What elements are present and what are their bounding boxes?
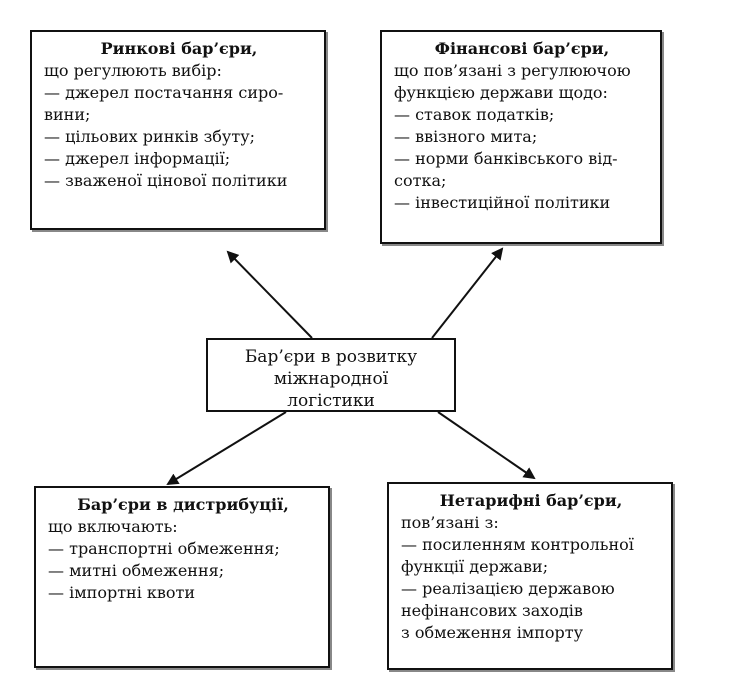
- financial-barriers-line: сотка;: [394, 171, 447, 190]
- distribution-barriers-line: — митні обмеження;: [48, 561, 225, 580]
- nontariff-barriers-line: нефінансових заходів: [401, 601, 583, 620]
- market-barriers-box: Ринкові бар’єри, що регулюють вибір: — д…: [30, 30, 326, 230]
- arrow-to-market-barriers: [226, 250, 313, 339]
- central-topic-box: Бар’єри в розвитку міжнародної логістики: [206, 338, 456, 412]
- market-barriers-title: Ринкові бар’єри,: [100, 39, 258, 58]
- distribution-barriers-line: що включають:: [48, 517, 178, 536]
- financial-barriers-line: що пов’язані з регулюючою: [394, 61, 631, 80]
- financial-barriers-line: — ставок податків;: [394, 105, 555, 124]
- central-topic-line: логістики: [287, 391, 375, 411]
- financial-barriers-line: функцією держави щодо:: [394, 83, 608, 102]
- nontariff-barriers-line: — реалізацією державою: [401, 579, 615, 598]
- financial-barriers-line: — ввізного мита;: [394, 127, 538, 146]
- central-topic-line: Бар’єри в розвитку: [244, 347, 418, 367]
- market-barriers-line: — зваженої цінової політики: [44, 171, 288, 190]
- market-barriers-line: — джерел інформації;: [44, 149, 231, 168]
- financial-barriers-line: — норми банківського від-: [394, 149, 618, 168]
- arrow-to-nontariff-barriers: [437, 411, 536, 480]
- nontariff-barriers-line: — посиленням контрольної: [401, 535, 634, 554]
- arrow-to-financial-barriers: [431, 247, 504, 339]
- nontariff-barriers-line: з обмеження імпорту: [401, 623, 584, 642]
- arrow-to-distribution-barriers: [166, 411, 287, 486]
- market-barriers-line: вини;: [44, 105, 91, 124]
- distribution-barriers-title: Бар’єри в дистрибуції,: [77, 495, 289, 514]
- distribution-barriers-line: — імпортні квоти: [48, 583, 196, 602]
- nontariff-barriers-title: Нетарифні бар’єри,: [439, 491, 623, 510]
- financial-barriers-title: Фінансові бар’єри,: [434, 39, 610, 58]
- financial-barriers-line: — інвестиційної політики: [394, 193, 611, 212]
- nontariff-barriers-box: Нетарифні бар’єри, пов’язані з: — посиле…: [387, 482, 673, 670]
- central-topic-line: міжнародної: [273, 369, 389, 389]
- market-barriers-line: — джерел постачання сиро-: [44, 83, 284, 102]
- nontariff-barriers-line: пов’язані з:: [401, 513, 499, 532]
- distribution-barriers-box: Бар’єри в дистрибуції, що включають: — т…: [34, 486, 330, 668]
- nontariff-barriers-line: функції держави;: [401, 557, 549, 576]
- distribution-barriers-line: — транспортні обмеження;: [48, 539, 280, 558]
- market-barriers-line: що регулюють вибір:: [44, 61, 222, 80]
- market-barriers-line: — цільових ринків збуту;: [44, 127, 255, 146]
- financial-barriers-box: Фінансові бар’єри, що пов’язані з регулю…: [380, 30, 662, 244]
